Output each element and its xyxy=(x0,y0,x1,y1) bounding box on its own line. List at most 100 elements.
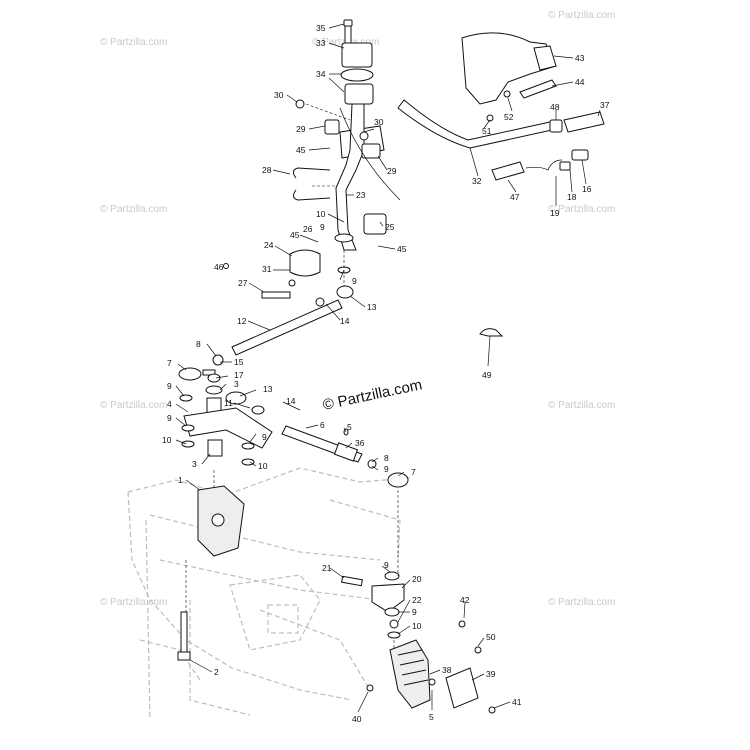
rivet xyxy=(474,646,482,654)
bolt xyxy=(341,575,363,587)
nut xyxy=(223,263,229,269)
callout-label: 11 xyxy=(224,398,233,408)
watermark-text: © Partzilla.com xyxy=(100,37,167,48)
handlebar xyxy=(397,99,553,149)
callout-label: 6 xyxy=(320,420,325,430)
watermark-text: © Partzilla.com xyxy=(548,204,615,215)
callout-label: 25 xyxy=(385,222,395,232)
callout-label: 27 xyxy=(238,278,248,288)
rivet xyxy=(488,706,496,714)
callout-label: 35 xyxy=(316,23,326,33)
hand-grip xyxy=(563,111,605,133)
tie-rod-end xyxy=(178,367,202,381)
tie-rod-end xyxy=(336,285,354,299)
clip xyxy=(479,328,504,337)
callout-label: 45 xyxy=(397,244,407,254)
callout-label: 3 xyxy=(192,459,197,469)
washer xyxy=(334,233,354,243)
brand-watermark: © Partzilla.com xyxy=(321,376,423,414)
throttle-collar xyxy=(549,119,563,133)
callout-label: 17 xyxy=(234,370,244,380)
callout-label: 5 xyxy=(347,422,352,432)
steering-arm xyxy=(371,583,405,613)
clamp-half xyxy=(340,68,374,82)
callout-label: 14 xyxy=(340,316,350,326)
watermark-text: © Partzilla.com xyxy=(100,204,167,215)
bolt-head xyxy=(343,19,353,27)
bushing-half xyxy=(361,143,381,159)
callout-label: 47 xyxy=(510,192,520,202)
handlebar-clamp-upper xyxy=(341,42,373,68)
callout-label: 12 xyxy=(237,316,247,326)
callout-label: 49 xyxy=(482,370,492,380)
pivot-bushing xyxy=(207,439,223,457)
watermark-text: © Partzilla.com xyxy=(548,400,615,411)
callout-label: 1 xyxy=(178,475,183,485)
plug xyxy=(503,90,511,98)
callout-label: 38 xyxy=(442,665,452,675)
callout-label: 9 xyxy=(320,222,325,232)
callout-label: 39 xyxy=(486,669,496,679)
nut xyxy=(315,297,325,307)
callout-label: 29 xyxy=(296,124,306,134)
tie-rod-end xyxy=(225,391,247,405)
callout-label: 51 xyxy=(482,126,492,136)
callout-label: 13 xyxy=(263,384,273,394)
callout-label: 9 xyxy=(384,464,389,474)
callout-labels: 35 33 34 30 29 45 30 29 28 23 10 9 25 45… xyxy=(162,23,610,724)
callout-label: 9 xyxy=(167,413,172,423)
nut xyxy=(251,405,265,415)
guide-line xyxy=(339,107,401,201)
bushing-half xyxy=(324,119,340,135)
handlebar-assembly xyxy=(339,32,605,201)
washer xyxy=(181,424,195,432)
callout-label: 13 xyxy=(367,302,377,312)
ski-leg-boot xyxy=(389,639,431,709)
throttle-cable xyxy=(525,159,563,171)
throttle-grip xyxy=(491,161,525,181)
washer xyxy=(387,631,401,639)
callout-label: 45 xyxy=(296,145,306,155)
callout-label: 30 xyxy=(274,90,284,100)
nut xyxy=(359,131,369,141)
callout-label: 41 xyxy=(512,697,522,707)
callout-label: 7 xyxy=(167,358,172,368)
tie-rod-end xyxy=(387,472,409,488)
washer xyxy=(288,279,296,287)
callout-label: 45 xyxy=(290,230,300,240)
callout-label: 24 xyxy=(264,240,274,250)
callout-label: 10 xyxy=(316,209,326,219)
callout-label: 50 xyxy=(486,632,496,642)
washer xyxy=(181,440,195,448)
callout-label: 30 xyxy=(374,117,384,127)
washer xyxy=(241,442,255,450)
callout-label: 26 xyxy=(303,224,313,234)
cover-plate xyxy=(445,667,479,709)
bracket-hole xyxy=(211,513,225,527)
callout-label: 46 xyxy=(214,262,224,272)
nut xyxy=(458,620,466,628)
callout-label: 43 xyxy=(575,53,585,63)
callout-label: 21 xyxy=(322,563,332,573)
pad-end xyxy=(533,45,557,71)
callout-label: 4 xyxy=(167,399,172,409)
steering-arm-assembly xyxy=(179,373,273,466)
washer xyxy=(207,373,221,383)
grip-insert xyxy=(519,79,557,99)
washer xyxy=(241,458,255,466)
callout-label: 3 xyxy=(234,379,239,389)
callout-label: 10 xyxy=(162,435,172,445)
callout-label: 9 xyxy=(412,607,417,617)
lower-arm-assembly xyxy=(341,571,496,714)
chassis-frame xyxy=(127,467,411,721)
bolt-head xyxy=(177,651,191,661)
callout-label: 8 xyxy=(196,339,201,349)
rod-joint xyxy=(202,369,216,376)
bushing xyxy=(363,213,387,235)
callout-label: 19 xyxy=(550,208,560,218)
washer xyxy=(179,394,193,402)
callout-label: 18 xyxy=(567,192,577,202)
callout-label: 34 xyxy=(316,69,326,79)
nut xyxy=(389,619,399,629)
